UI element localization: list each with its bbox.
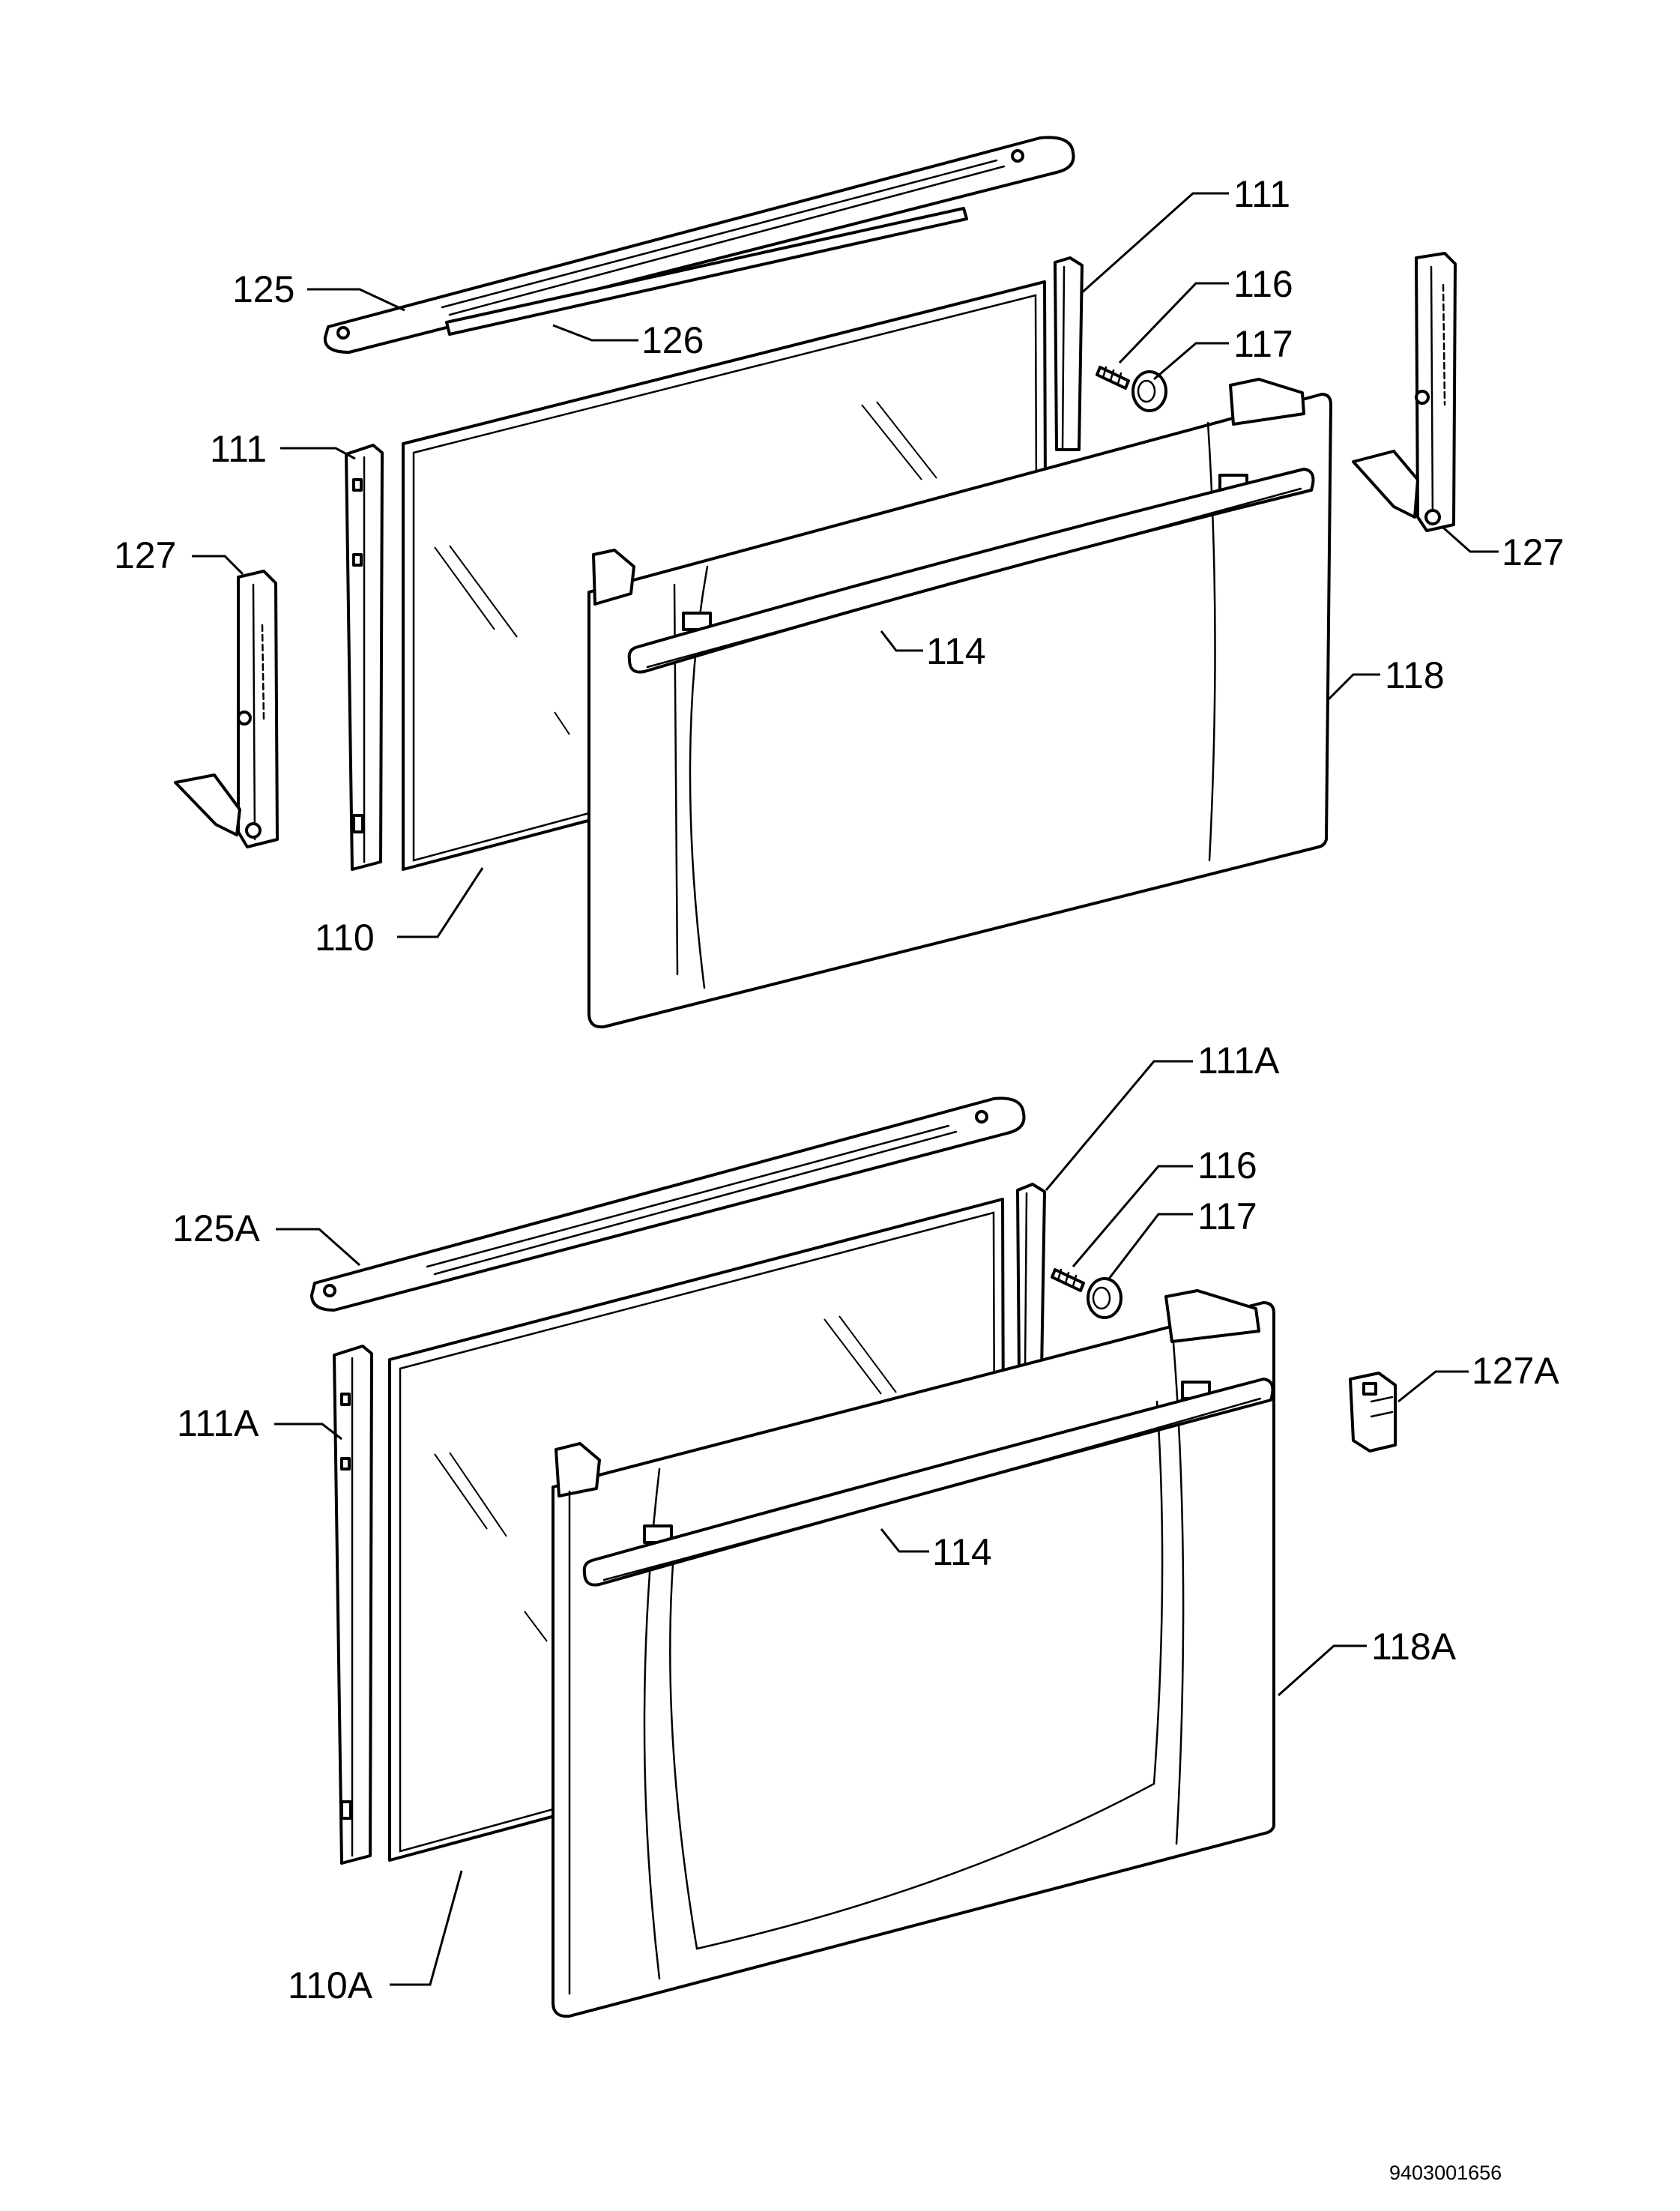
label-114-bottom: 114 <box>932 1531 992 1573</box>
label-111A-right: 111A <box>1197 1040 1280 1082</box>
bottom-labels: 111A 116 117 125A 127A 111A 114 118A 110… <box>172 1040 1559 2006</box>
washer-117-top <box>1131 370 1167 412</box>
label-110: 110 <box>315 917 375 959</box>
label-111-left: 111 <box>210 428 267 470</box>
top-door-assembly: 125 126 111 116 117 111 127 127 114 118 … <box>114 136 1564 1029</box>
side-profile-111-right <box>1054 256 1084 451</box>
side-profile-111A-right <box>1016 1183 1046 1373</box>
label-118A: 118A <box>1371 1626 1457 1668</box>
latch-127A <box>1349 1372 1397 1453</box>
label-125A: 125A <box>172 1207 260 1249</box>
hinge-127-left <box>174 570 279 848</box>
screw-116-bottom <box>1051 1268 1085 1292</box>
bottom-leader-lines <box>274 1060 1469 1986</box>
label-116-bottom: 116 <box>1197 1144 1257 1186</box>
label-117-bottom: 117 <box>1197 1195 1257 1237</box>
label-127A: 127A <box>1472 1350 1559 1392</box>
top-trim-strip-125A <box>310 1097 1026 1312</box>
label-111-right: 111 <box>1233 173 1290 215</box>
drawing-code: 9403001656 <box>1389 2162 1502 2184</box>
bottom-door-assembly: 111A 116 117 125A 127A 111A 114 118A 110… <box>172 1040 1559 2018</box>
seal-strip-126 <box>445 207 968 336</box>
label-127-left: 127 <box>114 534 176 576</box>
label-110A: 110A <box>288 1964 373 2006</box>
label-125: 125 <box>232 268 294 310</box>
label-126: 126 <box>641 319 704 361</box>
outer-door-118 <box>587 378 1332 1029</box>
label-118: 118 <box>1385 654 1445 696</box>
label-111A-left: 111A <box>177 1402 259 1444</box>
outer-door-118A <box>552 1289 1275 2018</box>
top-labels: 125 126 111 116 117 111 127 127 114 118 … <box>114 173 1564 959</box>
label-114-top: 114 <box>926 630 986 672</box>
label-116-top: 116 <box>1233 263 1293 305</box>
top-leader-lines <box>192 192 1499 938</box>
screw-116-top <box>1096 366 1130 390</box>
label-127-right: 127 <box>1502 531 1564 573</box>
top-trim-strip-125 <box>323 136 1075 354</box>
hinge-127-right <box>1352 252 1457 532</box>
side-profile-111A-left <box>333 1345 373 1865</box>
washer-117-bottom <box>1087 1277 1122 1319</box>
side-profile-111-left <box>345 444 384 871</box>
label-117-top: 117 <box>1233 323 1293 365</box>
